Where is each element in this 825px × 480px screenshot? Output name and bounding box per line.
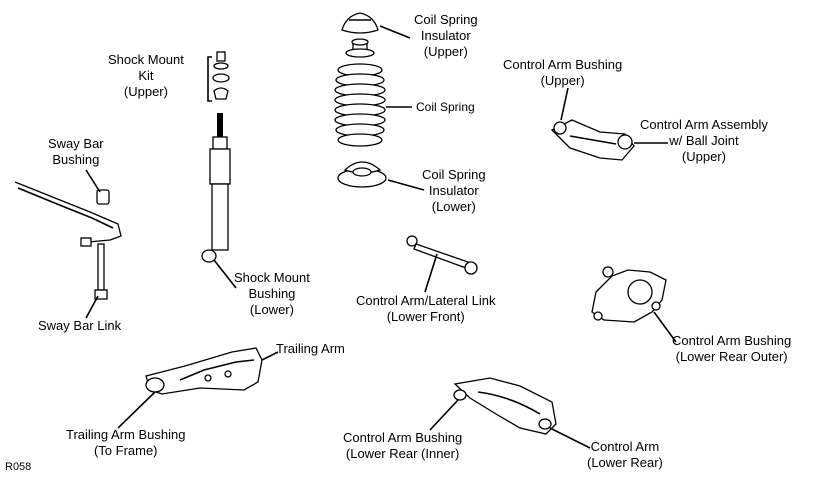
label-control-arm-bushing-lower-rear-inner: Control Arm Bushing (Lower Rear (Inner)	[343, 430, 463, 461]
label-control-arm-lateral-link: Control Arm/Lateral Link (Lower Front)	[356, 293, 496, 324]
label-trailing-arm: Trailing Arm	[276, 341, 345, 356]
label-coil-spring: Coil Spring	[416, 100, 475, 114]
leader-shock-mount-bushing	[213, 259, 237, 289]
leader-control-arm-bushing-lower-rear-inner	[429, 399, 459, 431]
shock-absorber-part	[201, 113, 231, 263]
leader-trailing-arm-bushing	[117, 391, 156, 429]
reference-code: R058	[5, 461, 32, 473]
control-arm-lower-rear-part	[453, 377, 557, 435]
label-sway-bar-link: Sway Bar Link	[38, 318, 122, 333]
leader-control-arm-lateral-link	[424, 253, 438, 293]
leader-sway-bar-link	[85, 295, 99, 319]
trailing-arm-part	[145, 347, 263, 395]
leader-control-arm-bushing-lower-rear-outer	[653, 311, 677, 343]
leader-control-arm-lower-rear	[549, 427, 591, 449]
leader-coil-spring-insulator-lower	[387, 179, 425, 191]
label-trailing-arm-bushing: Trailing Arm Bushing (To Frame)	[66, 427, 186, 458]
label-control-arm-bushing-lower-rear-outer: Control Arm Bushing (Lower Rear Outer)	[672, 333, 792, 364]
knuckle-part	[591, 266, 667, 323]
leader-sway-bar-bushing	[85, 169, 101, 193]
control-arm-upper-part	[550, 119, 635, 161]
label-coil-spring-insulator-upper: Coil Spring Insulator (Upper)	[414, 12, 478, 59]
leader-trailing-arm	[261, 351, 279, 361]
leader-control-arm-bushing-upper	[560, 87, 569, 121]
label-control-arm-assembly-upper: Control Arm Assembly w/ Ball Joint (Uppe…	[640, 117, 768, 164]
shock-mount-kit-part	[207, 51, 230, 102]
label-shock-mount-bushing-lower: Shock Mount Bushing (Lower)	[234, 270, 310, 317]
coil-spring-insulator-lower-part	[337, 161, 387, 188]
label-control-arm-lower-rear: Control Arm (Lower Rear)	[587, 439, 663, 470]
lateral-link-part	[406, 235, 478, 275]
label-shock-mount-kit: Shock Mount Kit (Upper)	[108, 52, 184, 99]
coil-spring-insulator-upper-part	[341, 12, 379, 58]
label-coil-spring-insulator-lower: Coil Spring Insulator (Lower)	[422, 167, 486, 214]
leader-coil-spring-insulator-upper	[379, 25, 411, 39]
label-control-arm-bushing-upper: Control Arm Bushing (Upper)	[503, 57, 623, 88]
coil-spring-part	[334, 63, 386, 147]
sway-bar-part	[14, 181, 122, 300]
label-sway-bar-bushing: Sway Bar Bushing	[48, 136, 104, 167]
